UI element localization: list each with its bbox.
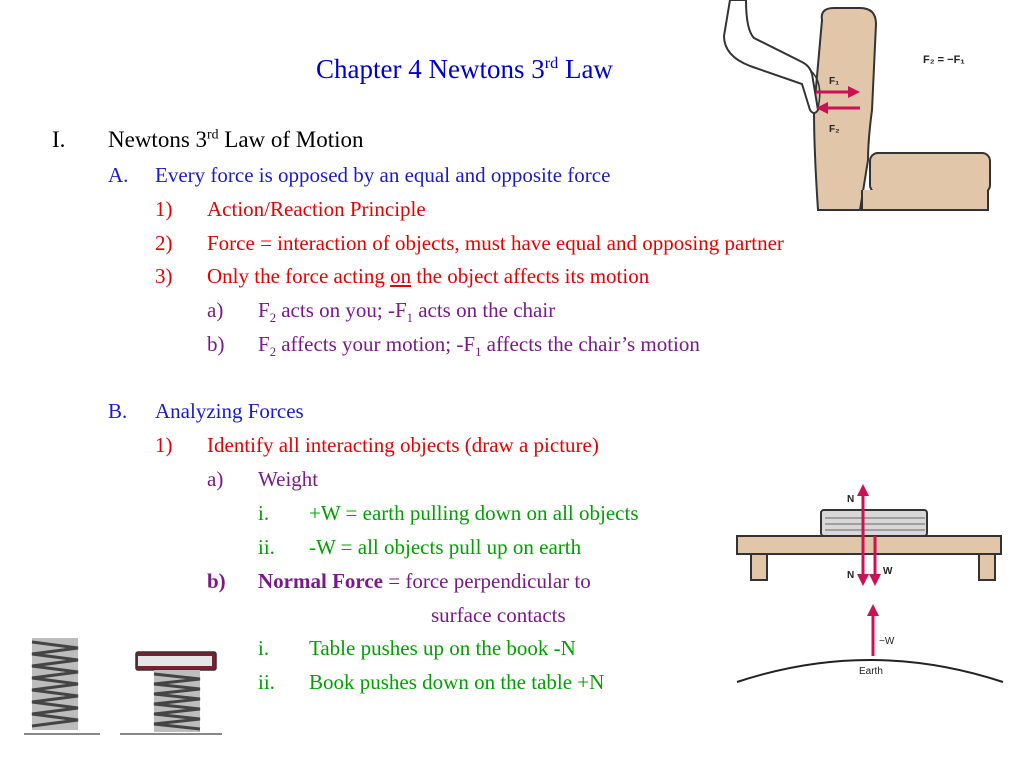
book xyxy=(820,509,928,537)
outline-text: +W = earth pulling down on all objects xyxy=(309,501,639,525)
earth-surface xyxy=(736,659,1004,683)
outline-marker: a) xyxy=(207,467,224,491)
n-bottom-label: N xyxy=(847,570,854,581)
f2-label: F₂ xyxy=(829,124,840,135)
hand-outline xyxy=(809,69,821,109)
w-label: W xyxy=(883,566,893,577)
outline-marker: b) xyxy=(207,569,226,593)
w-arrowhead xyxy=(869,574,881,586)
outline-text: Book pushes down on the table +N xyxy=(309,670,605,694)
outline-marker: 2) xyxy=(155,231,173,255)
n-down-arrowhead xyxy=(857,574,869,586)
n-up-arrowhead xyxy=(857,484,869,496)
outline-marker: ii. xyxy=(258,670,275,694)
neg-w-arrowhead xyxy=(867,604,879,616)
outline-text: Normal Force = force perpendicular to xyxy=(258,569,591,593)
n-top-label: N xyxy=(847,494,854,505)
spring-with-book-figure xyxy=(120,651,222,735)
f1-label: F₁ xyxy=(829,76,839,87)
spring-coil xyxy=(153,672,201,731)
force-equation: F₂ = −F₁ xyxy=(923,54,965,66)
table-book-figure: N N W −W Earth xyxy=(736,484,1004,683)
neg-w-label: −W xyxy=(879,636,895,647)
spring-figure xyxy=(24,638,100,735)
slide-title: Chapter 4 Newtons 3rd Law xyxy=(316,54,613,84)
f2-arrowhead xyxy=(816,102,828,114)
outline-marker: 1) xyxy=(155,433,173,457)
outline-text: F2 acts on you; -F1 acts on the chair xyxy=(258,298,556,326)
outline-text: Only the force acting on the object affe… xyxy=(207,264,650,288)
outline-marker: A. xyxy=(108,163,129,187)
outline-marker: i. xyxy=(258,636,270,660)
outline-text: Table pushes up on the book -N xyxy=(309,636,576,660)
outline-text: Every force is opposed by an equal and o… xyxy=(155,163,611,187)
outline-text: Action/Reaction Principle xyxy=(207,197,426,221)
arm xyxy=(722,0,820,114)
outline-marker: 3) xyxy=(155,264,173,288)
spring-coil xyxy=(31,640,79,728)
earth-label: Earth xyxy=(859,666,883,677)
outline-text: Weight xyxy=(258,467,319,491)
outline-marker: i. xyxy=(258,501,270,525)
f1-arrowhead xyxy=(848,86,860,98)
outline-marker: a) xyxy=(207,298,224,322)
chair-figure: F₁ F₂ F₂ = −F₁ xyxy=(722,0,991,211)
table-top xyxy=(736,535,1002,555)
table-leg xyxy=(978,553,996,581)
outline-text: surface contacts xyxy=(431,603,566,627)
table-leg xyxy=(750,553,768,581)
outline-marker: ii. xyxy=(258,535,275,559)
book-pages xyxy=(138,656,212,666)
outline-text: Identify all interacting objects (draw a… xyxy=(207,433,599,457)
outline-text: Analyzing Forces xyxy=(155,399,304,423)
outline-text: Newtons 3rd Law of Motion xyxy=(108,126,364,152)
chair-base xyxy=(861,190,989,211)
outline-marker: b) xyxy=(207,332,225,356)
outline-marker: I. xyxy=(52,127,66,152)
outline-text: -W = all objects pull up on earth xyxy=(309,535,582,559)
outline-marker: B. xyxy=(108,399,128,423)
chair-seat xyxy=(869,152,991,194)
outline-text: F2 affects your motion; -F1 affects the … xyxy=(258,332,700,360)
outline-text: Force = interaction of objects, must hav… xyxy=(207,231,784,255)
outline-marker: 1) xyxy=(155,197,173,221)
